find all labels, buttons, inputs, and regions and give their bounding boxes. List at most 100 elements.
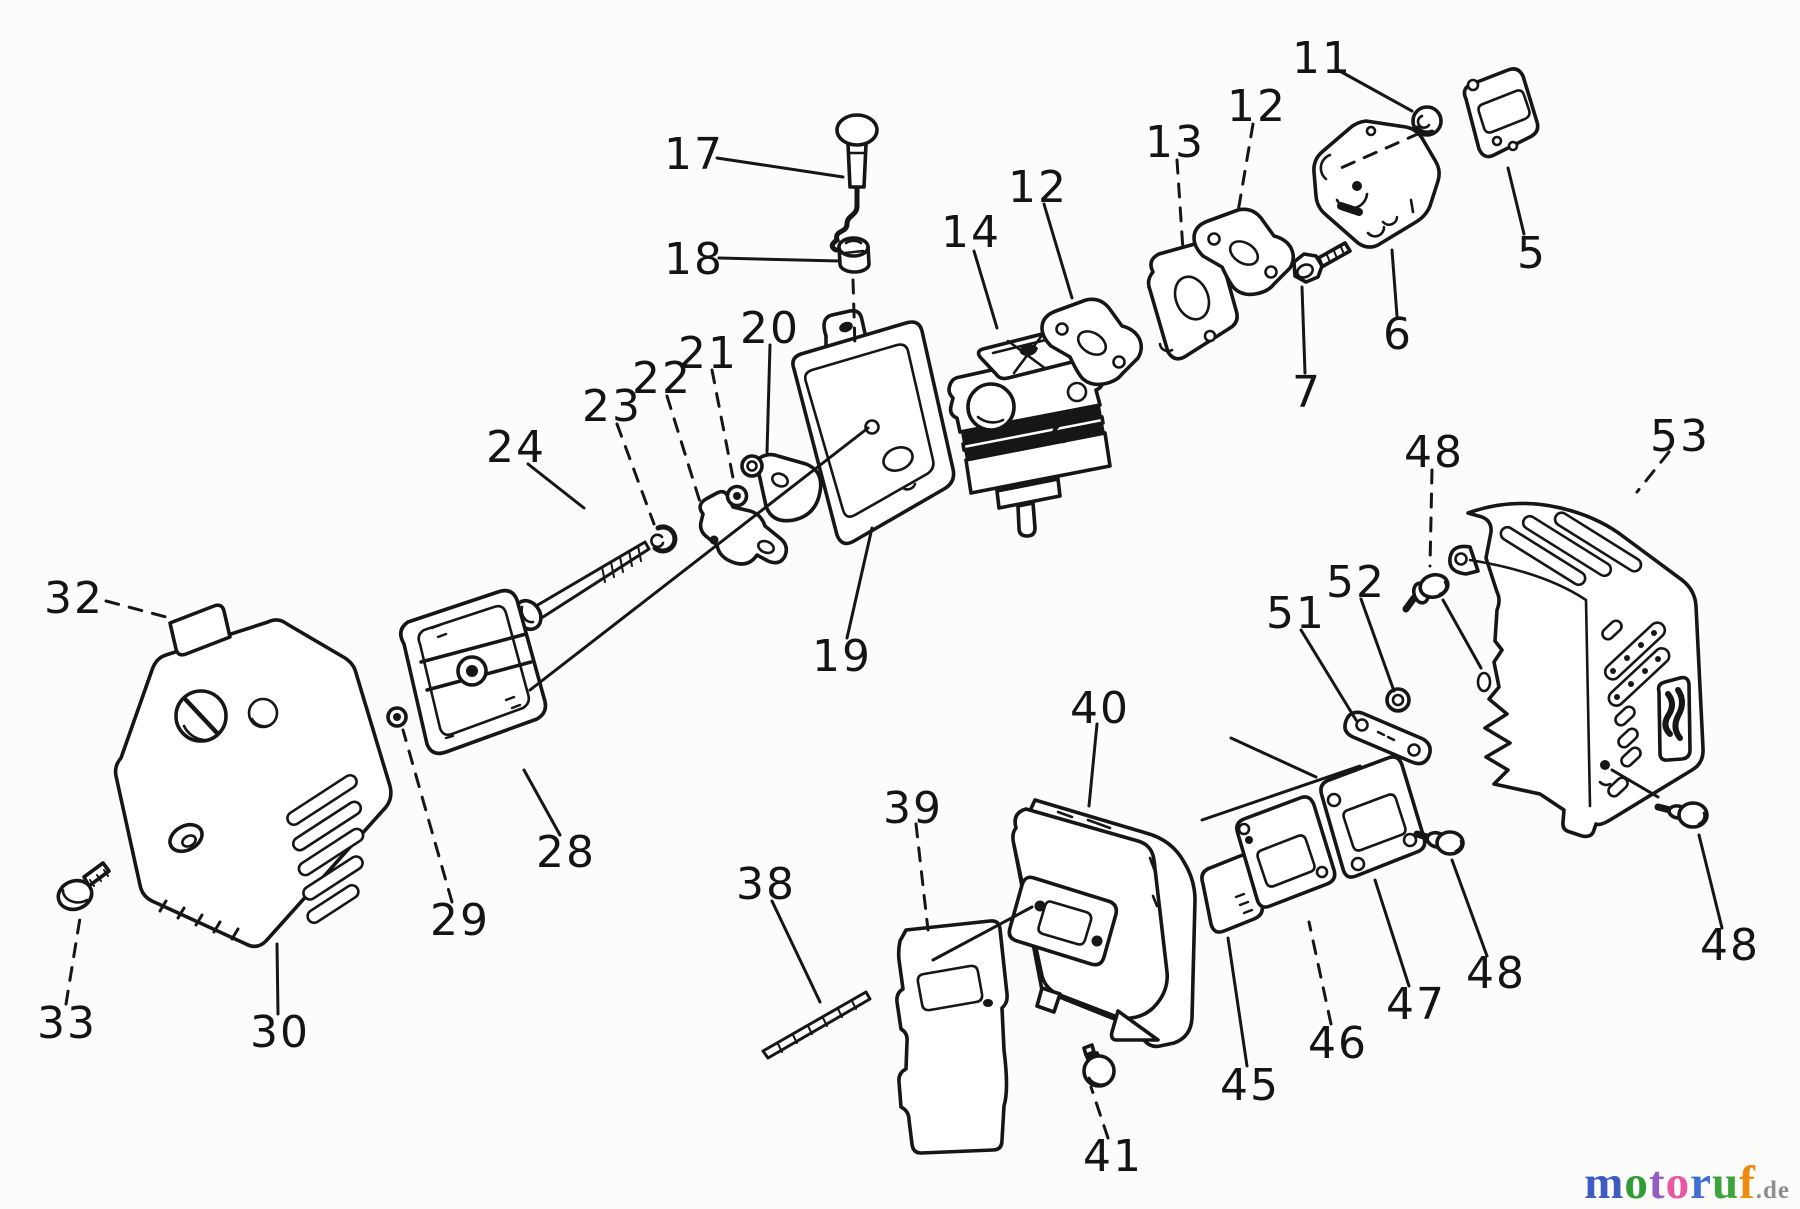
- leader-line: [64, 916, 82, 1006]
- leader-line: [770, 899, 822, 1004]
- part-gasket-12b: [1192, 207, 1296, 297]
- part-label-sticker: [168, 603, 232, 657]
- part-muffler: [1007, 798, 1197, 1049]
- part-label-18: 18: [664, 234, 724, 285]
- leader-line: [715, 156, 845, 179]
- part-heat-shield: [895, 919, 1009, 1155]
- leader-line: [1332, 131, 1422, 173]
- leader-line: [1087, 722, 1099, 808]
- watermark-letter: o: [1624, 1157, 1649, 1209]
- leader-line: [1175, 158, 1185, 252]
- watermark-logo: motoruf.de: [1584, 1160, 1790, 1207]
- leader-line: [845, 526, 874, 640]
- leader-line: [1226, 936, 1249, 1068]
- part-muffler-cover: [1448, 501, 1705, 839]
- leader-line: [972, 249, 999, 330]
- part-label-32: 32: [44, 573, 104, 624]
- watermark-suffix: .de: [1755, 1177, 1790, 1204]
- leader-line: [1373, 878, 1411, 988]
- leader-line: [931, 905, 1034, 962]
- part-gasket-5: [1462, 67, 1540, 159]
- part-label-39: 39: [883, 783, 943, 834]
- part-label-48-top: 48: [1404, 427, 1464, 478]
- leader-line: [275, 942, 280, 1016]
- part-label-52: 52: [1326, 557, 1386, 608]
- leader-line: [1390, 248, 1399, 318]
- leader-line: [1089, 1085, 1110, 1140]
- part-label-51: 51: [1266, 588, 1326, 639]
- part-stud-38: [761, 990, 872, 1060]
- part-label-19: 19: [812, 631, 872, 682]
- part-label-48-right: 48: [1700, 920, 1760, 971]
- part-nut-21: [725, 484, 749, 508]
- leader-line: [1610, 768, 1660, 799]
- leader-line: [665, 394, 702, 504]
- part-label-28: 28: [536, 827, 596, 878]
- part-label-38: 38: [736, 859, 796, 910]
- part-label-17: 17: [664, 129, 724, 180]
- leader-line: [1334, 67, 1414, 113]
- leader-line: [1200, 764, 1362, 822]
- part-carburetor: [947, 328, 1112, 538]
- leader-line: [851, 278, 857, 350]
- part-bolt-41: [1082, 1043, 1116, 1088]
- part-label-5: 5: [1517, 228, 1547, 279]
- part-nut-11: [1411, 105, 1443, 137]
- leader-line: [1441, 598, 1483, 670]
- part-label-29: 29: [430, 895, 490, 946]
- part-plate-47: [1319, 755, 1427, 879]
- leader-line: [1229, 736, 1318, 779]
- part-label-24: 24: [486, 422, 546, 473]
- part-bolt-7: [1292, 241, 1352, 284]
- part-label-13: 13: [1145, 117, 1205, 168]
- watermark-letter: t: [1648, 1157, 1666, 1209]
- part-label-6: 6: [1383, 309, 1413, 360]
- part-label-12-a: 12: [1008, 162, 1068, 213]
- leader-line: [1236, 122, 1255, 214]
- part-label-23: 23: [582, 381, 642, 432]
- part-label-45: 45: [1220, 1060, 1280, 1111]
- leader-line: [710, 368, 736, 485]
- part-bracket-22: [698, 489, 789, 566]
- part-screw-48-top: [1402, 572, 1450, 613]
- part-choke-rod: [829, 113, 879, 253]
- watermark-letter: o: [1665, 1157, 1691, 1209]
- leader-line: [1300, 285, 1307, 375]
- watermark-letter: u: [1711, 1157, 1740, 1209]
- part-gasket-46: [1235, 795, 1337, 909]
- leader-line: [1635, 450, 1671, 494]
- part-gasket-12a: [1040, 297, 1144, 387]
- part-nut-52: [1385, 687, 1411, 713]
- leader-line: [615, 422, 656, 526]
- part-label-30: 30: [250, 1007, 310, 1058]
- part-label-14: 14: [941, 207, 1001, 258]
- leader-line: [522, 768, 562, 837]
- part-label-7: 7: [1292, 367, 1322, 418]
- leader-line: [1359, 597, 1396, 693]
- part-label-20: 20: [740, 303, 800, 354]
- leader-line: [1450, 858, 1489, 958]
- part-label-21: 21: [678, 328, 738, 379]
- leader-line: [1307, 920, 1333, 1026]
- part-screw-48-mid: [1413, 830, 1465, 856]
- leader-line: [528, 426, 870, 692]
- leader-line: [765, 343, 772, 454]
- leader-line: [914, 822, 930, 932]
- part-label-33: 33: [37, 998, 97, 1049]
- part-label-48-mid: 48: [1466, 948, 1526, 999]
- part-air-cleaner-body: [791, 308, 956, 546]
- part-air-cleaner-case: [1312, 119, 1441, 249]
- part-e-ring-23: [650, 524, 678, 554]
- part-label-41: 41: [1083, 1131, 1143, 1182]
- part-insulator-13: [1146, 239, 1239, 361]
- part-label-47: 47: [1386, 979, 1446, 1030]
- leader-line: [1428, 468, 1434, 568]
- leader-line: [526, 462, 586, 510]
- part-grommet-29: [386, 706, 408, 728]
- leader-line: [1506, 166, 1526, 236]
- watermark-letter: m: [1584, 1157, 1625, 1209]
- watermark-letter: f: [1739, 1157, 1756, 1209]
- leader-line: [1299, 628, 1358, 722]
- part-label-40: 40: [1070, 683, 1130, 734]
- part-label-12-b: 12: [1227, 81, 1287, 132]
